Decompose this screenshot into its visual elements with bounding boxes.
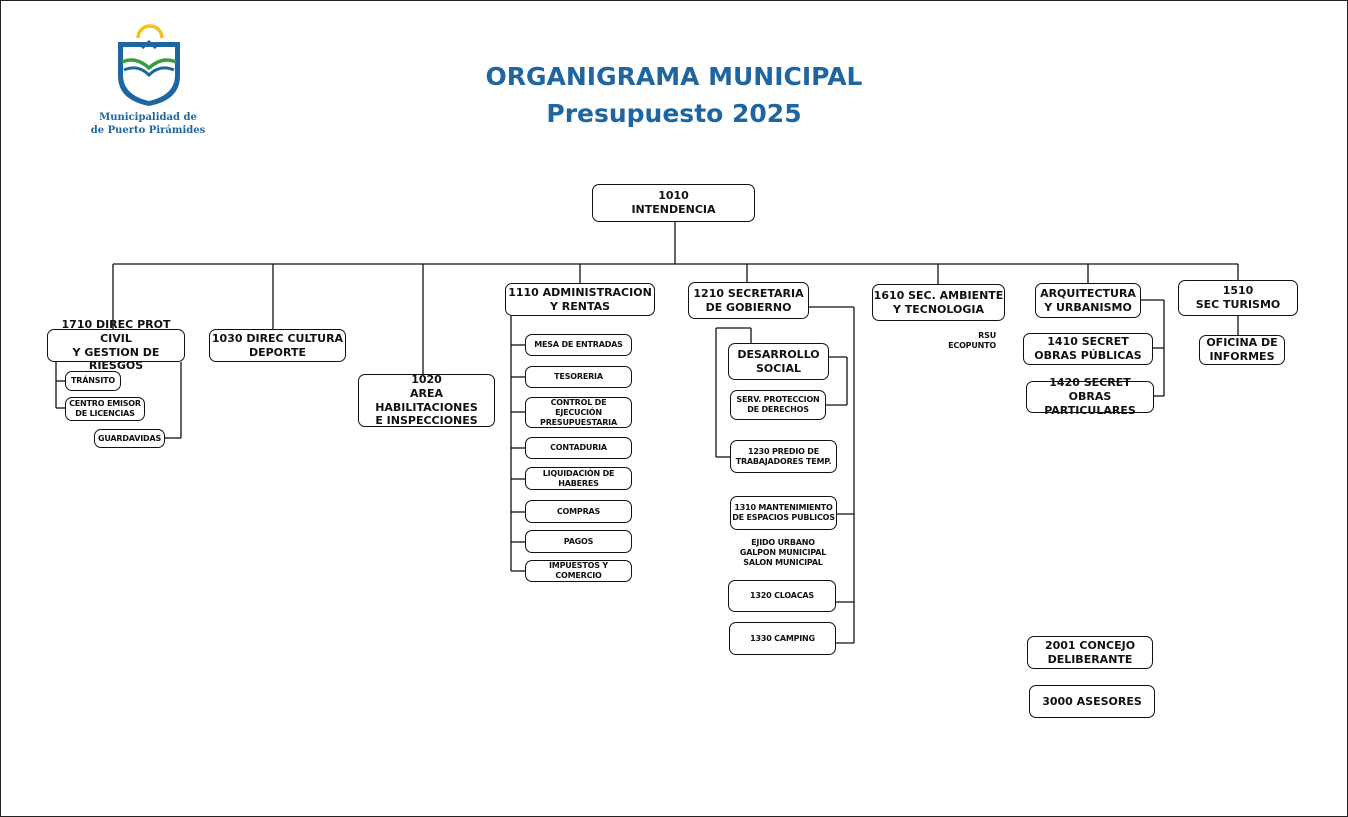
box-centro-emisor: CENTRO EMISOR DE LICENCIAS [65, 397, 145, 421]
box-compras: COMPRAS [525, 500, 632, 523]
box-mantenimiento: 1310 MANTENIMIENTO DE ESPACIOS PUBLICOS [730, 496, 837, 530]
box-predio: 1230 PREDIO DE TRABAJADORES TEMP. [730, 440, 837, 473]
box-contaduria: CONTADURIA [525, 437, 632, 459]
box-cloacas: 1320 CLOACAS [728, 580, 836, 612]
box-prot-civil: 1710 DIREC PROT CIVIL Y GESTION DE RIESG… [47, 318, 185, 372]
box-intendencia: 1010 INTENDENCIA [592, 184, 755, 222]
box-ambiente: 1610 SEC. AMBIENTE Y TECNOLOGIA [872, 284, 1005, 321]
box-arquitectura: ARQUITECTURA Y URBANISMO [1035, 283, 1141, 318]
box-control-ejecucion: CONTROL DE EJECUCIÓN PRESUPUESTARIA [525, 397, 632, 428]
box-mesa-entradas: MESA DE ENTRADAS [525, 334, 632, 356]
box-gobierno: 1210 SECRETARIA DE GOBIERNO [688, 282, 809, 319]
ambiente-notes: RSU ECOPUNTO [948, 331, 996, 350]
box-administracion: 1110 ADMINISTRACION Y RENTAS [505, 283, 655, 316]
box-oficina-informes: OFICINA DE INFORMES [1199, 335, 1285, 365]
box-tesoreria: TESORERIA [525, 366, 632, 388]
municipal-shield-icon [118, 24, 180, 106]
box-obras-publicas: 1410 SECRET OBRAS PÚBLICAS [1023, 333, 1153, 365]
box-serv-proteccion: SERV. PROTECCION DE DERECHOS [730, 390, 826, 420]
box-cultura: 1030 DIREC CULTURA DEPORTE [209, 329, 346, 362]
logo-text: Municipalidad de de Puerto Pirámides [90, 112, 206, 136]
box-camping: 1330 CAMPING [729, 622, 836, 655]
box-pagos: PAGOS [525, 530, 632, 553]
page-subtitle: Presupuesto 2025 [546, 99, 802, 128]
box-desarrollo-social: DESARROLLO SOCIAL [728, 343, 829, 380]
box-turismo: 1510 SEC TURISMO [1178, 280, 1298, 316]
box-habilitaciones: 1020 AREA HABILITACIONES E INSPECCIONES [358, 373, 495, 427]
box-asesores: 3000 ASESORES [1029, 685, 1155, 718]
page-title: ORGANIGRAMA MUNICIPAL [485, 62, 863, 91]
box-impuestos: IMPUESTOS Y COMERCIO [525, 560, 632, 582]
box-obras-particulares: 1420 SECRET OBRAS PARTICULARES [1026, 376, 1154, 417]
mantenimiento-notes: EJIDO URBANO GALPON MUNICIPAL SALON MUNI… [739, 538, 827, 567]
box-guardavidas: GUARDAVIDAS [94, 429, 165, 448]
box-liquidacion: LIQUIDACIÓN DE HABERES [525, 467, 632, 490]
box-transito: TRÁNSITO [65, 371, 121, 391]
box-concejo: 2001 CONCEJO DELIBERANTE [1027, 636, 1153, 669]
